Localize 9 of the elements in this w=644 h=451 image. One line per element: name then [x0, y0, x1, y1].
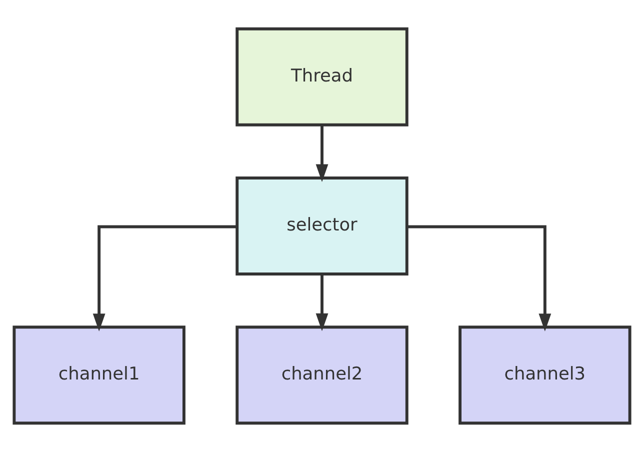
node-box: selector	[236, 176, 408, 275]
node-box: channel3	[458, 325, 632, 424]
arrow	[92, 224, 238, 331]
arrow	[406, 224, 552, 331]
node-box: Thread	[236, 26, 408, 126]
node-box: channel2	[236, 325, 408, 424]
arrow	[316, 124, 328, 182]
node-box: channel1	[12, 325, 186, 424]
arrow	[316, 274, 328, 331]
